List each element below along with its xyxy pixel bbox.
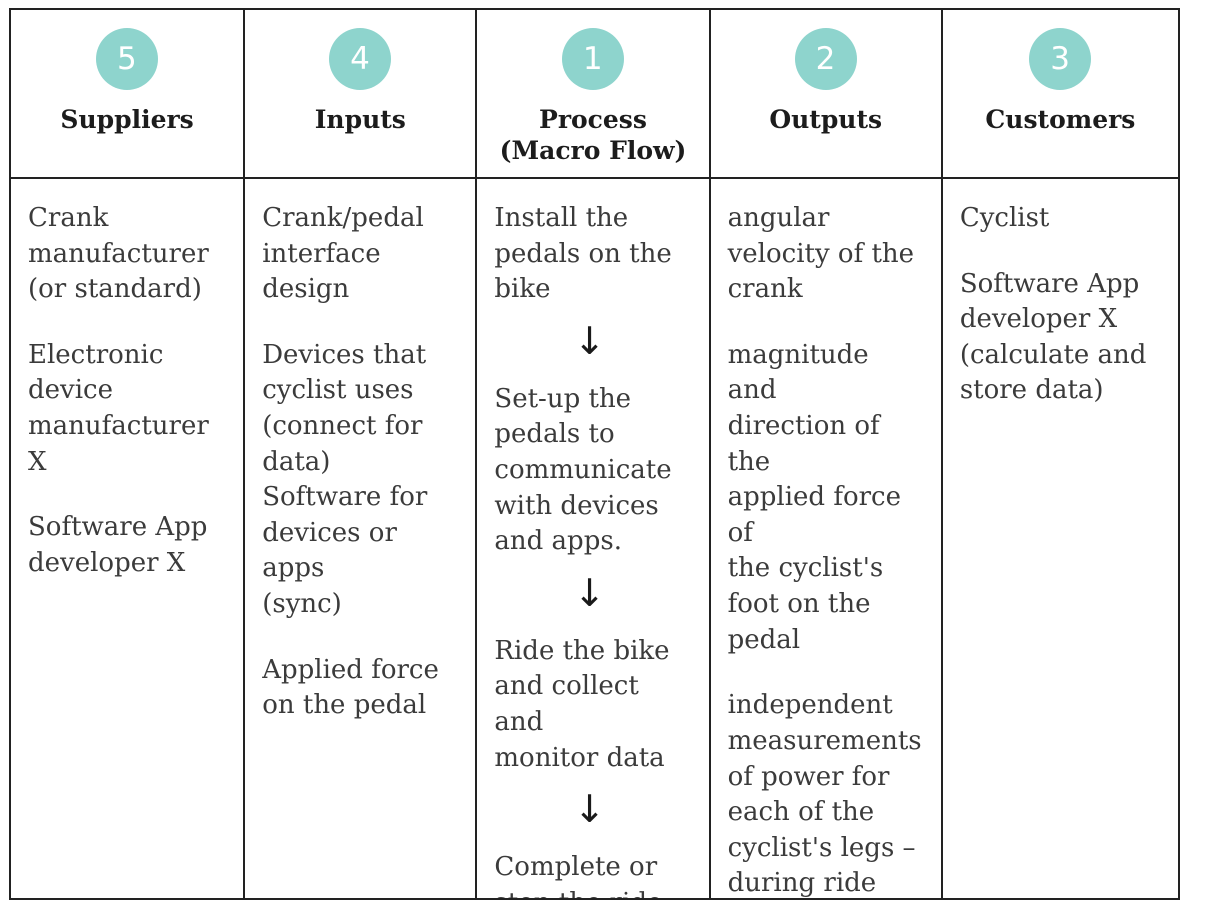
- column-title-outputs: Outputs: [769, 105, 882, 136]
- column-title-customers: Customers: [985, 105, 1135, 136]
- body-cell-suppliers: Crank manufacturer (or standard) Electro…: [11, 179, 246, 898]
- header-cell-outputs: 2 Outputs: [711, 10, 943, 177]
- list-item: Software App developer X (calculate and …: [959, 268, 1147, 406]
- body-cell-customers: Cyclist Software App developer X (calcul…: [943, 179, 1178, 898]
- process-step: Complete or stop the ride: [494, 852, 662, 898]
- arrow-down-icon: ↓: [573, 570, 606, 615]
- sipoc-table: 5 Suppliers 4 Inputs 1 Process (Macro Fl…: [9, 8, 1180, 900]
- column-title-text: Customers: [985, 105, 1136, 134]
- table-header-row: 5 Suppliers 4 Inputs 1 Process (Macro Fl…: [11, 10, 1178, 179]
- header-cell-customers: 3 Customers: [943, 10, 1178, 177]
- process-step: Install the pedals on the bike: [494, 203, 672, 305]
- column-title-process: Process (Macro Flow): [500, 105, 687, 166]
- header-cell-suppliers: 5 Suppliers: [11, 10, 246, 177]
- body-cell-inputs: Crank/pedal interface design Devices tha…: [245, 179, 478, 898]
- step-badge-process: 1: [562, 28, 624, 90]
- column-subtitle-text: (Macro Flow): [499, 135, 687, 165]
- step-badge-inputs: 4: [329, 28, 392, 90]
- step-badge-customers: 3: [1029, 28, 1092, 90]
- list-item: Crank/pedal interface design: [262, 203, 424, 305]
- list-item: Applied force on the pedal: [262, 654, 439, 721]
- process-step: Ride the bike and collect and monitor da…: [494, 635, 670, 773]
- header-cell-inputs: 4 Inputs: [245, 10, 478, 177]
- list-item: Electronic device manufacturer X: [28, 339, 209, 477]
- body-cell-process: Install the pedals on the bike ↓ Set-up …: [477, 179, 711, 898]
- column-title-inputs: Inputs: [315, 105, 406, 136]
- body-cell-outputs: angular velocity of the crank magnitude …: [711, 179, 943, 898]
- list-item: Software for devices or apps (sync): [262, 482, 428, 620]
- step-badge-outputs: 2: [794, 28, 857, 90]
- column-title-text: Outputs: [769, 105, 883, 134]
- step-badge-suppliers: 5: [96, 28, 159, 90]
- list-item: magnitude and direction of the applied f…: [727, 339, 901, 655]
- list-item: Crank manufacturer (or standard): [28, 203, 209, 305]
- process-step: Set-up the pedals to communicate with de…: [494, 383, 672, 557]
- column-title-text: Inputs: [314, 105, 406, 134]
- arrow-down-icon: ↓: [573, 318, 606, 363]
- table-body-row: Crank manufacturer (or standard) Electro…: [11, 179, 1178, 898]
- header-cell-process: 1 Process (Macro Flow): [477, 10, 711, 177]
- list-item: Cyclist: [959, 203, 1050, 233]
- list-item: Devices that cyclist uses (connect for d…: [262, 339, 427, 477]
- column-title-text: Process: [539, 105, 647, 134]
- list-item: independent measurements of power for ea…: [727, 690, 922, 898]
- list-item: Software App developer X: [28, 512, 208, 578]
- column-title-suppliers: Suppliers: [60, 105, 193, 136]
- arrow-down-icon: ↓: [573, 787, 606, 832]
- list-item: angular velocity of the crank: [727, 203, 915, 305]
- column-title-text: Suppliers: [60, 105, 194, 134]
